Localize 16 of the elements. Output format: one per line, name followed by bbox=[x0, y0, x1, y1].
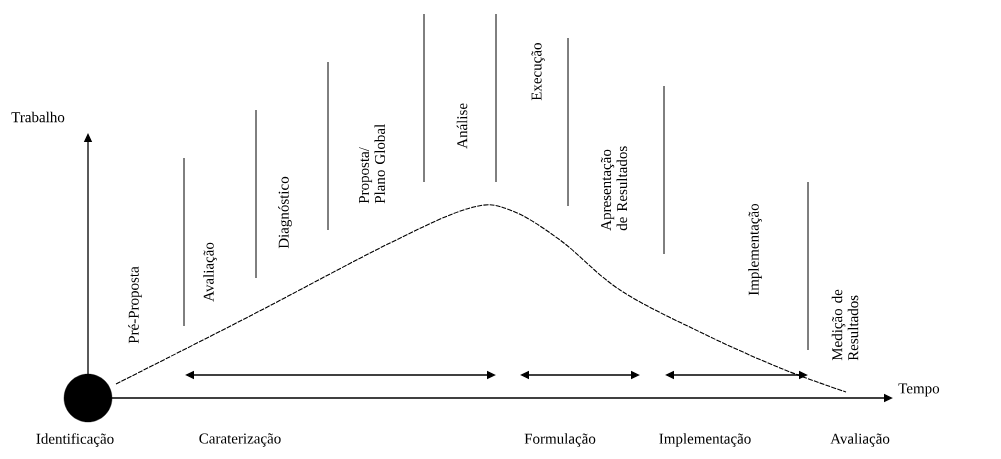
phase-label: Avaliação bbox=[830, 433, 890, 447]
phase-step-label: Diagnóstico bbox=[278, 176, 292, 249]
phase-step-label: Proposta/ Plano Global bbox=[359, 124, 385, 204]
phase-step-label: Implementação bbox=[748, 203, 762, 296]
phase-step-label: Medição de Resultados bbox=[831, 289, 859, 361]
phase-label: Implementação bbox=[659, 433, 751, 447]
origin-dot bbox=[63, 373, 113, 423]
phase-label: Formulação bbox=[524, 433, 596, 447]
phase-step-label: Apresentação de Resultados bbox=[600, 146, 628, 231]
phase-step-label: Avaliação bbox=[203, 242, 217, 302]
phase-step-label: Execução bbox=[531, 43, 545, 101]
axis-label: Tempo bbox=[898, 383, 940, 397]
phase-step-label: Análise bbox=[456, 103, 468, 149]
phase-step-label: Pré-Proposta bbox=[128, 266, 142, 344]
axis-label: Trabalho bbox=[11, 111, 65, 123]
phase-label: Caraterização bbox=[199, 433, 281, 447]
